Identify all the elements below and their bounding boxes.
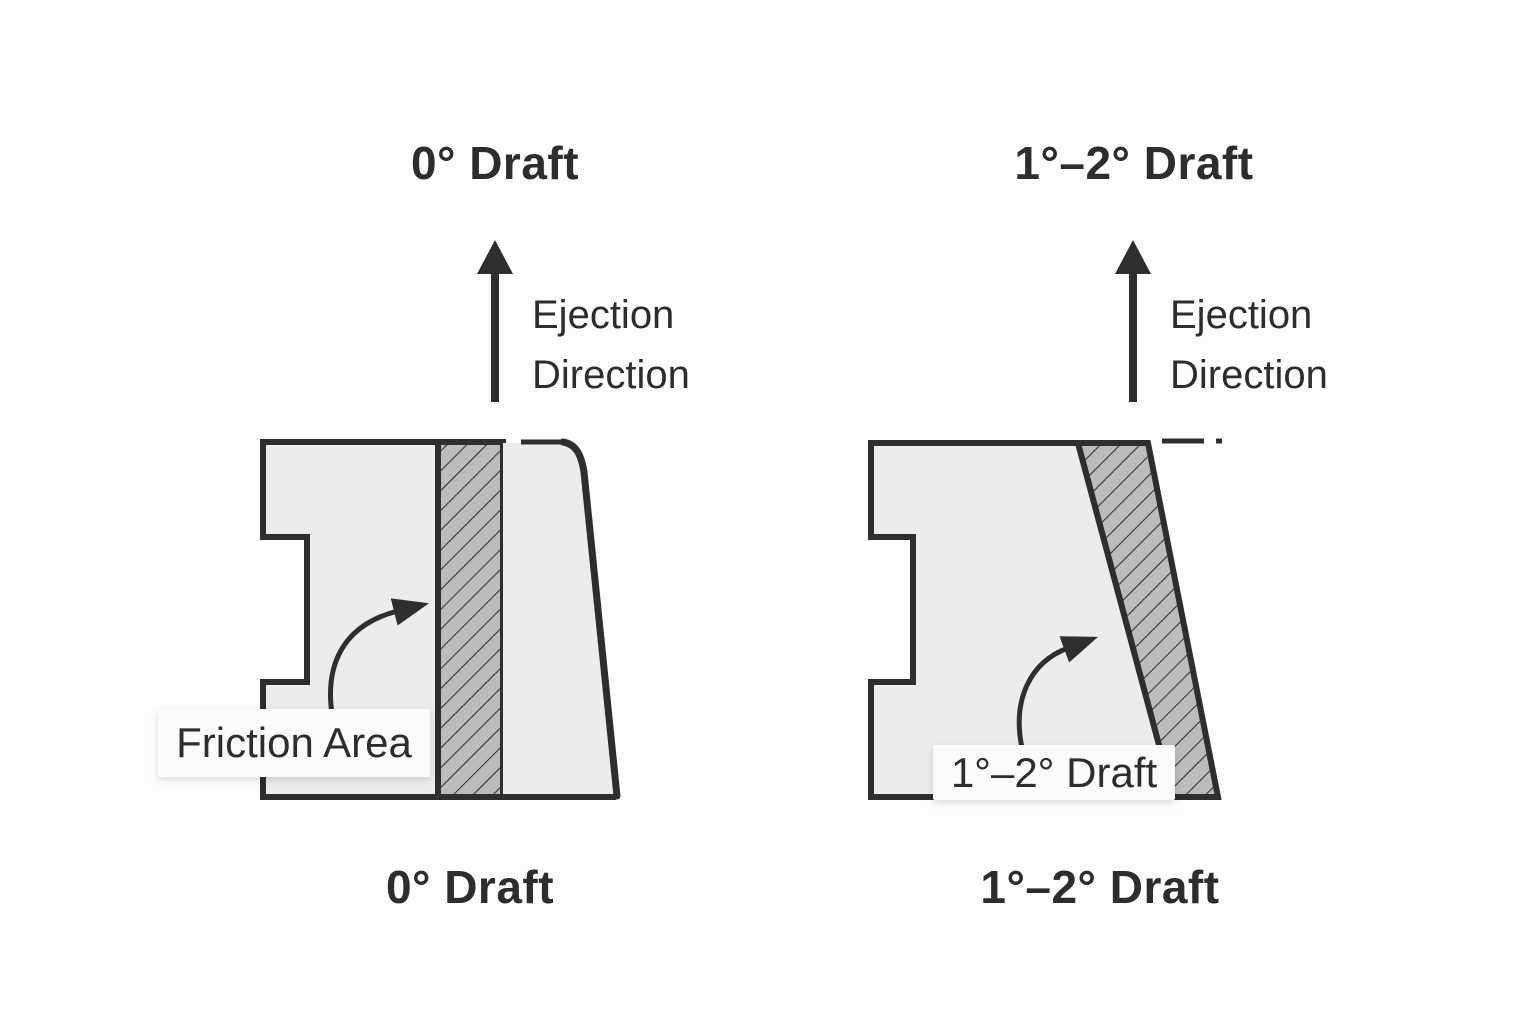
right-diagram-shapes — [868, 240, 1224, 800]
left-ejection-direction-label: Ejection Direction — [532, 285, 690, 405]
right-caption: 1°–2° Draft — [980, 861, 1220, 913]
friction-area-band — [435, 439, 506, 800]
right-ejection-line1: Ejection — [1170, 293, 1313, 337]
draft-angle-label: 1°–2° Draft — [933, 745, 1175, 800]
right-ejection-line2: Direction — [1170, 353, 1328, 397]
left-ejection-line1: Ejection — [532, 293, 675, 337]
right-title: 1°–2° Draft — [1014, 137, 1254, 189]
draft-wall-band — [1074, 440, 1222, 800]
friction-area-leader-arrow — [328, 598, 430, 717]
draft-angle-leader-arrow — [1016, 636, 1099, 751]
mold-outer-edge-left — [559, 438, 621, 800]
left-ejection-line2: Direction — [532, 353, 690, 397]
left-diagram-shapes — [260, 240, 621, 800]
ejection-arrow-head-right — [1115, 240, 1151, 274]
ejection-arrow-head-left — [477, 240, 513, 274]
right-ejection-direction-label: Ejection Direction — [1170, 285, 1328, 405]
friction-area-label: Friction Area — [158, 709, 430, 777]
left-title: 0° Draft — [410, 137, 580, 189]
left-caption: 0° Draft — [385, 861, 555, 913]
